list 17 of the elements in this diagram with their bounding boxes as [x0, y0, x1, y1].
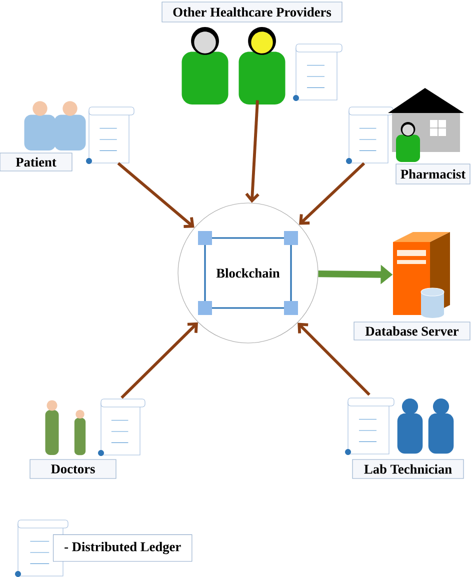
arrow	[299, 162, 366, 225]
arrow	[298, 322, 370, 396]
label-box: Database Server	[354, 322, 470, 340]
arrow	[120, 322, 198, 399]
label-box: Doctors	[30, 459, 116, 479]
label-box: Other Healthcare Providers	[162, 2, 342, 22]
arrow	[245, 100, 260, 203]
arrow	[117, 162, 194, 228]
label-box: Lab Technician	[352, 459, 464, 479]
people-drawing	[182, 27, 342, 104]
label-box: Pharmacist	[396, 164, 470, 184]
server-drawing	[393, 232, 450, 318]
legend-label: - Distributed Ledger	[53, 534, 192, 562]
pharmacy-drawing	[346, 88, 464, 164]
people-drawing	[345, 398, 454, 455]
people-drawing	[45, 398, 146, 456]
label-box: Patient	[0, 152, 72, 172]
